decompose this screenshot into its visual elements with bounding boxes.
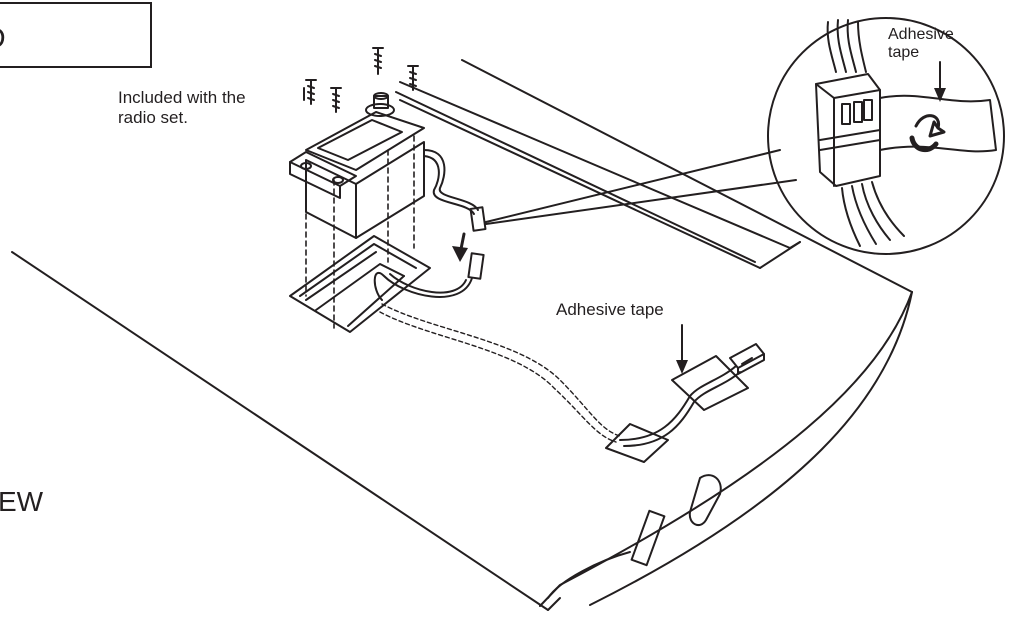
insertion-arrow-head: [452, 246, 468, 262]
inset-tape-leader-arrow: [934, 88, 946, 102]
cable-to-connector: [619, 365, 741, 447]
hidden-cable: [379, 303, 621, 443]
servo-screws: [305, 47, 419, 113]
wing-connector: [729, 343, 765, 375]
leader-lines: [303, 87, 683, 371]
inset-adhesive-label-line1: Adhesive: [888, 26, 954, 43]
wrap-direction-arrow-tail: [909, 135, 939, 153]
adhesive-tape-patch: [671, 355, 749, 411]
exit-tape-patch: [605, 423, 669, 463]
wrap-direction-arrow: [914, 114, 946, 138]
section-title-box: D: [0, 2, 152, 68]
extension-lead: [373, 252, 485, 301]
wing-outline: [11, 59, 913, 611]
detail-connector: [815, 19, 997, 247]
section-title-text: D: [0, 22, 6, 56]
wing-root-details: [547, 474, 722, 599]
servo-bay: [289, 235, 431, 333]
alignment-dashes: [305, 135, 415, 329]
included-with-radio-label: Included with the radio set.: [118, 88, 246, 127]
adhesive-tape-label: Adhesive tape: [556, 300, 664, 319]
view-label: EW: [0, 486, 44, 517]
servo-lead: [423, 149, 487, 232]
aileron-hinge-lines: [395, 81, 801, 269]
adhesive-tape-leader-arrow: [676, 360, 688, 374]
inset-adhesive-label-line2: tape: [888, 44, 920, 61]
servo-body: [289, 92, 425, 239]
detail-callout: [485, 17, 1005, 255]
